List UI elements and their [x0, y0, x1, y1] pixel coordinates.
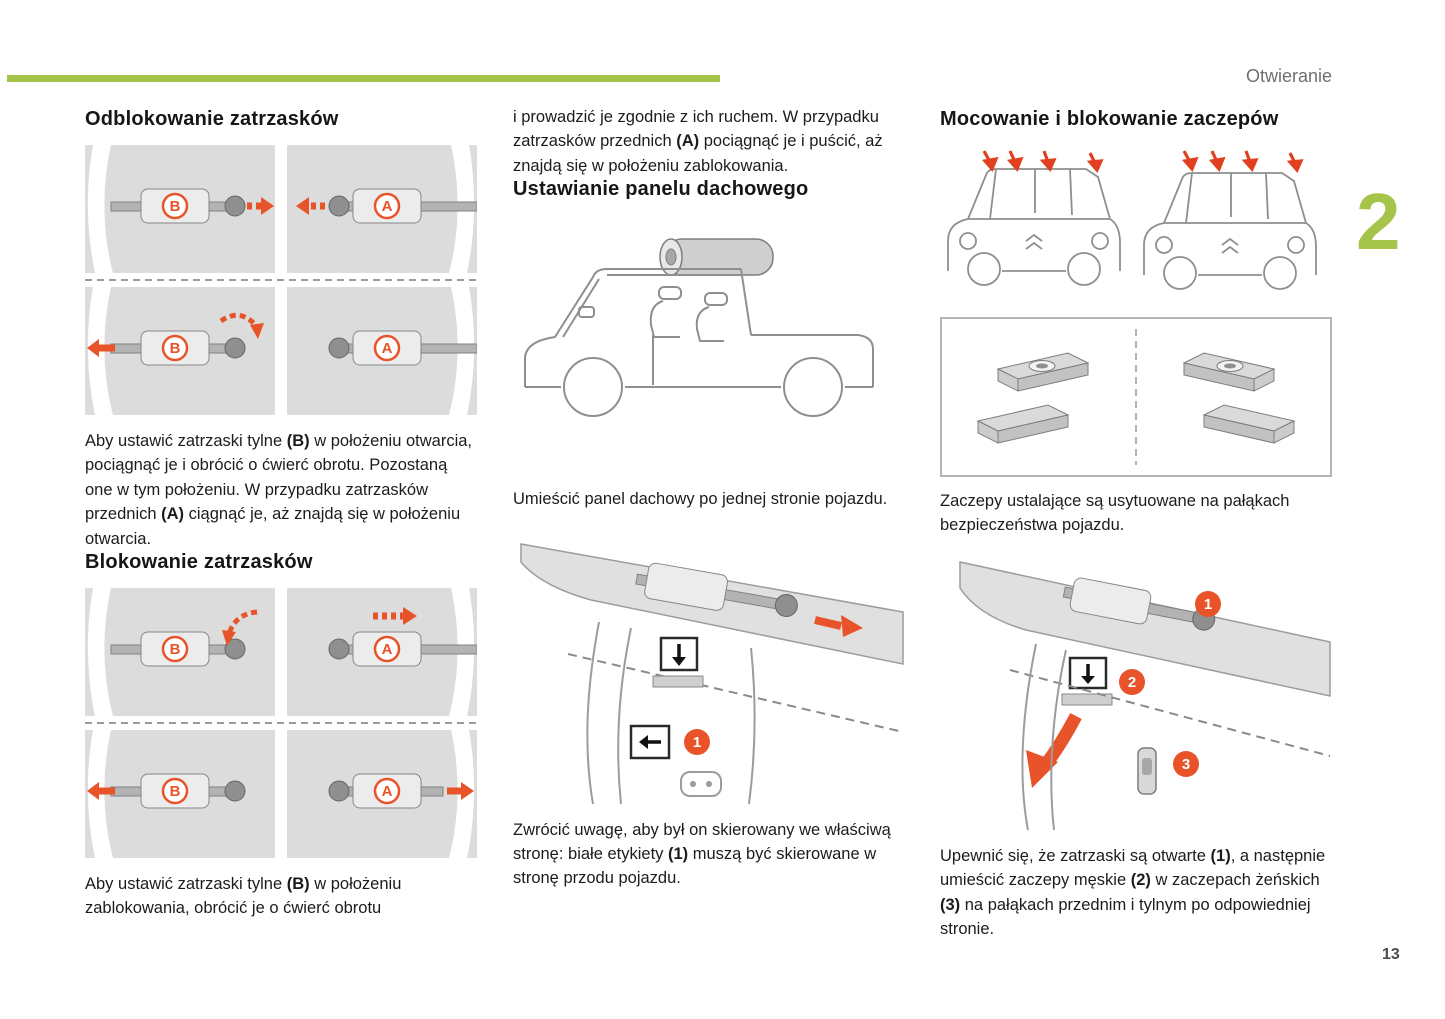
down-arrow-box [1068, 656, 1108, 690]
running-header: Otwieranie [1245, 66, 1332, 86]
panel-lock-front-push: A [287, 588, 477, 717]
panel-unlock-front-pull: A [287, 145, 477, 273]
rail-latch [635, 562, 798, 617]
roof-panel-side-illustration: 1 [520, 542, 904, 804]
panel-unlock-rear-pull: B [85, 145, 275, 273]
rotate-arrow-icon [222, 630, 236, 647]
latch-b-badge: B [170, 198, 181, 215]
step-3-badge: 3 [1182, 756, 1190, 773]
latch-unlock-figure: B A [85, 145, 477, 415]
cars-hooks-figure [940, 149, 1332, 309]
cars-hooks-illustration [947, 150, 1317, 290]
arrow-left-icon [87, 782, 99, 801]
hooks-install-figure: 1 2 [940, 552, 1332, 832]
arrow-left-icon [87, 339, 99, 357]
heading-roof-panel: Ustawianie panelu dachowego [513, 178, 809, 201]
arrow-left-icon [296, 197, 309, 215]
heading-lock-latches: Blokowanie zatrzasków [85, 551, 313, 574]
latch-a-badge: A [382, 198, 393, 215]
step-2-badge: 2 [1128, 674, 1136, 691]
heading-attach-hooks: Mocowanie i blokowanie zaczepów [940, 108, 1279, 130]
step-1-badge: 1 [1204, 596, 1212, 613]
latch-a-badge: A [382, 641, 393, 658]
window-switch-panel [680, 770, 722, 797]
roof-panel-side-figure: 1 [513, 526, 909, 806]
latch-unlock-illustration: B A [85, 145, 477, 415]
male-catch [1202, 404, 1296, 444]
latch-b-badge: B [170, 340, 181, 357]
panel-lock-rear-locked: B [85, 730, 275, 859]
car-outline [1143, 172, 1317, 290]
latch-a-badge: A [382, 340, 393, 357]
latch-lock-figure: B A [85, 588, 477, 859]
pillar-outline [586, 621, 756, 804]
car-outline [524, 268, 874, 418]
unlock-paragraph: Aby ustawić zatrzaski tylne (B) w położe… [85, 432, 472, 548]
male-catch [976, 404, 1070, 444]
latch-lock-illustration: B A [85, 588, 477, 859]
arrow-right-icon [261, 197, 274, 215]
car-roof-panel-illustration [524, 238, 874, 418]
column-middle: i prowadzić je zgodnie z ich ruchem. W p… [513, 105, 909, 891]
panel-lock-rear-rotate: B [85, 588, 275, 717]
female-catch [1182, 352, 1276, 392]
female-catch [996, 352, 1090, 392]
pillar-outline [1021, 643, 1067, 830]
hooks-detail-figure [940, 317, 1332, 477]
step-1-badge: 1 [693, 734, 701, 751]
panel-unlock-front-open: A [287, 287, 477, 415]
page-number: 13 [1382, 946, 1400, 963]
rail-latch [1062, 577, 1216, 631]
arrow-right-icon [841, 614, 863, 637]
car-roof-panel-figure [513, 235, 909, 475]
latch-b-badge: B [170, 783, 181, 800]
panel-lock-front-locked: A [287, 730, 477, 859]
lock-paragraph-continued: i prowadzić je zgodnie z ich ruchem. W p… [513, 108, 883, 175]
lock-paragraph: Aby ustawić zatrzaski tylne (B) w położe… [85, 875, 402, 918]
latch-a-badge: A [382, 783, 393, 800]
rolled-panel-icon [659, 238, 774, 276]
latch-b-badge: B [170, 641, 181, 658]
hook-position-arrows [981, 150, 1304, 173]
chapter-accent-bar [7, 75, 720, 82]
hooks-install-illustration: 1 2 [959, 560, 1331, 830]
down-arrow-icon [672, 656, 686, 666]
rotate-arrow-icon [250, 323, 264, 339]
hooks-location-paragraph: Zaczepy ustalające są usytuowane na pałą… [940, 492, 1290, 535]
left-arrow-icon [639, 734, 648, 749]
arrow-right-icon [403, 607, 417, 626]
panel-unlock-rear-rotate: B [85, 287, 275, 415]
down-arrow-icon [1081, 675, 1095, 684]
insert-arrow-icon [1026, 749, 1058, 788]
install-steps-paragraph: Upewnić się, że zatrzaski są otwarte (1)… [940, 846, 1326, 939]
column-right: Mocowanie i blokowanie zaczepów [940, 108, 1332, 941]
left-arrow-box [629, 724, 671, 759]
heading-unlock-latches: Odblokowanie zatrzasków [85, 108, 339, 130]
hooks-detail-illustration [940, 317, 1332, 477]
down-arrow-box [659, 636, 699, 671]
labels-direction-paragraph: Zwrócić uwagę, aby był on skierowany we … [513, 820, 891, 888]
column-left: Odblokowanie zatrzasków B [85, 108, 477, 921]
car-outline [947, 168, 1121, 286]
chapter-number: 2 [1356, 177, 1401, 266]
place-panel-paragraph: Umieścić panel dachowy po jednej stronie… [513, 490, 888, 509]
arrow-right-icon [461, 782, 474, 801]
female-catch-slot [1137, 747, 1157, 795]
